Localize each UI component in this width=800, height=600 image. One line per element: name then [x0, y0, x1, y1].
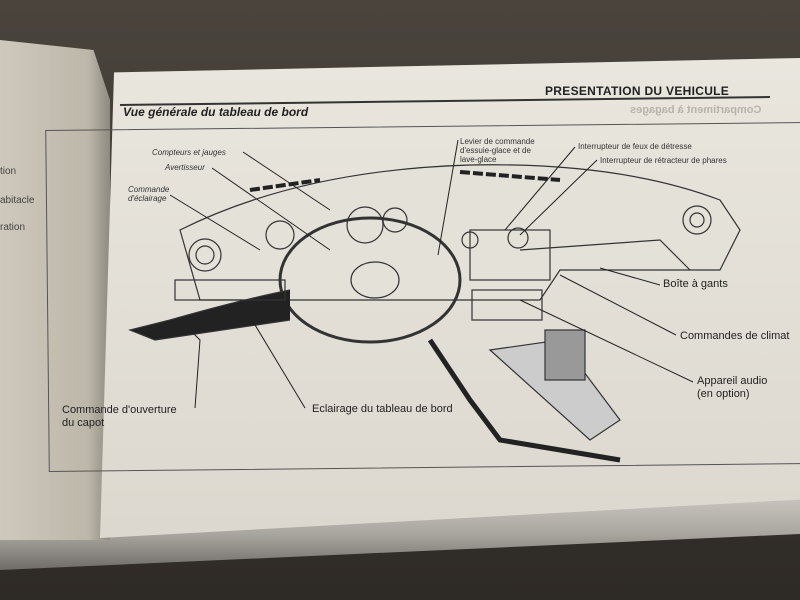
label-avertisseur: Avertisseur [165, 163, 205, 172]
label-retracteur-phares: Interrupteur de rétracteur de phares [600, 156, 727, 165]
label-commandes-climat: Commandes de climat [680, 330, 790, 342]
label-appareil-audio: Appareil audio(en option) [697, 375, 768, 400]
label-eclairage-tableau: Eclairage du tableau de bord [312, 403, 453, 415]
left-fragment: tion [0, 166, 17, 177]
label-commande-eclairage: Commande d'éclairage [128, 185, 170, 203]
label-boite-gants: Boîte à gants [663, 278, 728, 290]
left-fragment: ration [0, 222, 26, 233]
label-compteurs-jauges: Compteurs et jauges [152, 148, 226, 157]
page-title: Vue générale du tableau de bord [123, 105, 309, 119]
section-header: PRESENTATION DU VEHICULE [545, 84, 730, 98]
left-page: tion abitacle ration [0, 40, 110, 540]
label-feux-detresse: Interrupteur de feux de détresse [578, 142, 692, 151]
left-fragment: abitacle [0, 195, 35, 206]
